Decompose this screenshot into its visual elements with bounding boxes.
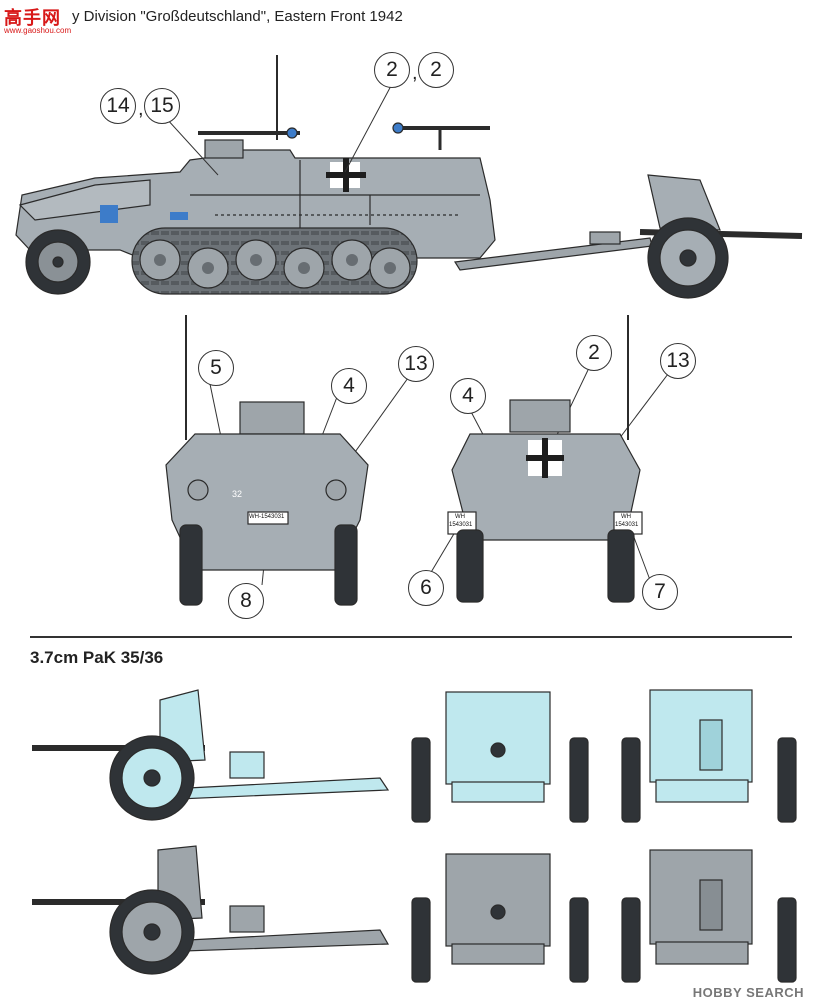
balkenkreuz-front: [526, 438, 564, 478]
halftrack-front-view: [447, 315, 643, 603]
front-plate-left-num: 1543031: [449, 522, 473, 528]
callout-5: 5: [198, 350, 234, 386]
towed-pak-gun: [453, 174, 803, 299]
callout-6: 6: [408, 570, 444, 606]
pak-front-view-blue: [411, 691, 589, 823]
pak-side-view-grey: [32, 845, 390, 975]
callout-15: 15: [144, 88, 180, 124]
pak-rear-view-grey: [621, 849, 797, 983]
callout-13-front: 13: [660, 343, 696, 379]
callout-8: 8: [228, 583, 264, 619]
callout-4-front: 4: [450, 378, 486, 414]
tactical-number: 32: [232, 489, 243, 499]
site-logo-url: www.gaoshou.com: [4, 26, 72, 35]
pak-rear-view-blue: [621, 689, 797, 823]
callout-2-side-a: 2: [374, 52, 410, 88]
front-plate-left-wh: WH: [455, 514, 465, 520]
callout-7: 7: [642, 574, 678, 610]
site-logo: 高手网: [4, 8, 61, 28]
callout-14: 14: [100, 88, 136, 124]
halftrack-rear-view: [165, 315, 369, 606]
callout-separator: ,: [138, 98, 144, 120]
balkenkreuz-side: [326, 158, 366, 192]
section-title: 3.7cm PaK 35/36: [30, 648, 164, 667]
callout-2-front: 2: [576, 335, 612, 371]
rear-license-plate: WH-1543031: [249, 514, 285, 520]
watermark: HOBBY SEARCH: [692, 985, 804, 1000]
front-plate-right-wh: WH: [621, 514, 631, 520]
callout-13-rear: 13: [398, 346, 434, 382]
callout-separator: ,: [412, 62, 418, 84]
pak-front-view-grey: [411, 853, 589, 983]
halftrack-side-view: [15, 55, 496, 295]
pak-side-view-blue: [32, 689, 390, 821]
front-plate-right-num: 1543031: [615, 522, 639, 528]
section-divider: [30, 636, 792, 638]
callout-2-side-b: 2: [418, 52, 454, 88]
callout-4-rear: 4: [331, 368, 367, 404]
page-title: y Division "Großdeutschland", Eastern Fr…: [72, 8, 403, 25]
